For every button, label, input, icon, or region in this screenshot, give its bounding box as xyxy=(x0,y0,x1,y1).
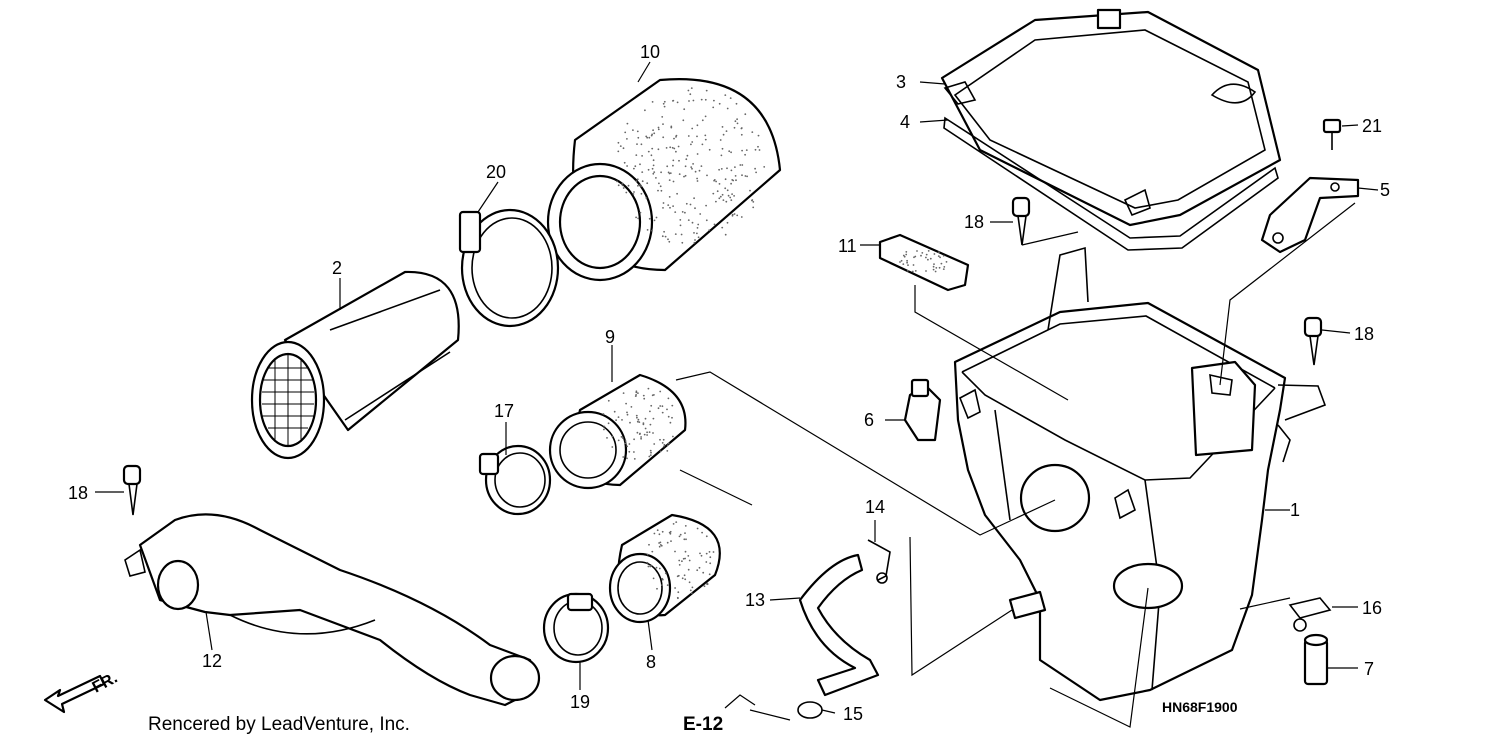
callout-14: 14 xyxy=(865,497,885,517)
part-band-19 xyxy=(542,592,610,664)
callout-5: 5 xyxy=(1380,180,1390,200)
callout-3: 3 xyxy=(896,72,906,92)
part-drain-tube xyxy=(798,553,880,697)
part-cover xyxy=(940,8,1282,227)
sponge-texture xyxy=(899,250,948,273)
direction-label: FR. xyxy=(90,669,121,696)
callout-18-upper: 18 xyxy=(964,212,984,232)
callout-10: 10 xyxy=(640,42,660,62)
diagram-code: HN68F1900 xyxy=(1162,699,1238,715)
part-connecting-tube xyxy=(548,373,687,490)
part-trim-clip-c xyxy=(122,464,142,516)
callout-1: 1 xyxy=(1290,500,1300,520)
part-clamp xyxy=(903,378,942,442)
mesh-grille xyxy=(262,354,314,446)
callout-16: 16 xyxy=(1362,598,1382,618)
part-trim-clip-b xyxy=(1303,316,1323,366)
part-gasket xyxy=(943,116,1279,251)
part-plug xyxy=(1303,633,1329,686)
callout-19: 19 xyxy=(570,692,590,712)
front-arrow-icon xyxy=(43,674,106,714)
part-bolt xyxy=(1322,118,1342,150)
callout-labels: 1 2 3 4 5 6 7 8 9 10 11 12 13 14 15 16 1… xyxy=(68,42,1390,724)
part-band-20 xyxy=(458,208,560,328)
callout-17: 17 xyxy=(494,401,514,421)
rubber-texture xyxy=(602,387,674,460)
callout-11: 11 xyxy=(838,236,857,256)
part-clip-16 xyxy=(1288,597,1332,632)
part-sponge xyxy=(878,233,970,292)
callout-2: 2 xyxy=(332,258,342,278)
callout-18-right: 18 xyxy=(1354,324,1374,344)
part-joint xyxy=(608,513,721,624)
part-bracket xyxy=(1260,176,1360,254)
callout-4: 4 xyxy=(900,112,910,132)
callout-13: 13 xyxy=(745,590,765,610)
part-clip-14 xyxy=(867,539,891,584)
credit-text: Rencered by LeadVenture, Inc. xyxy=(148,714,410,735)
part-filter-element xyxy=(546,78,782,282)
foam-texture xyxy=(616,87,766,244)
callout-6: 6 xyxy=(864,410,874,430)
callout-15: 15 xyxy=(843,704,863,724)
callout-21: 21 xyxy=(1362,116,1382,136)
callout-9: 9 xyxy=(605,327,615,347)
callout-8: 8 xyxy=(646,652,656,672)
part-inlet-duct xyxy=(124,513,541,707)
leader-lines xyxy=(95,61,1379,728)
rubber-texture xyxy=(646,521,715,600)
part-clip-15 xyxy=(797,701,823,719)
callout-12: 12 xyxy=(202,651,222,671)
part-air-cleaner-case xyxy=(953,246,1327,702)
part-band-17 xyxy=(478,444,552,516)
callout-18-left: 18 xyxy=(68,483,88,503)
callout-7: 7 xyxy=(1364,659,1374,679)
part-trim-clip-a xyxy=(1011,196,1031,246)
callout-20: 20 xyxy=(486,162,506,182)
part-element-frame xyxy=(250,270,460,460)
reference-label: E-12 xyxy=(683,714,723,735)
